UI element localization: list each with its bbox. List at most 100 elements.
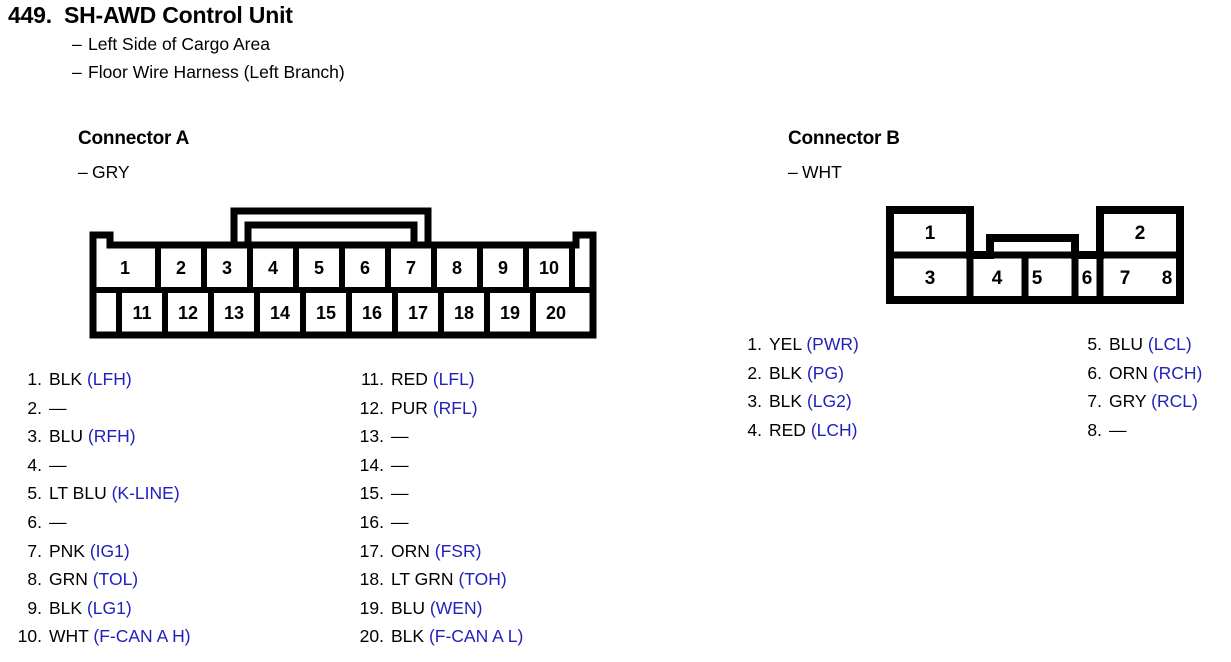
pin-list-item: 19.BLU (WEN) [350, 594, 680, 623]
pin-list-item: 8.GRN (TOL) [8, 565, 338, 594]
pin-wire-color: BLK [769, 362, 803, 383]
pin-list-item: 18. LT GRN (TOH) [350, 565, 680, 594]
page-title: 449. SH-AWD Control Unit [0, 0, 700, 30]
connector-b-top-labels: 1 2 [925, 223, 1146, 244]
pin-label-a-6: 6 [360, 258, 370, 278]
pin-signal-name: (RFH) [87, 426, 136, 447]
connector-b-color: –WHT [788, 162, 842, 183]
pin-number: 2. [27, 397, 42, 418]
pin-label-a-15: 15 [316, 303, 336, 323]
pin-number: 18. [359, 569, 384, 590]
pin-wire-color: — [49, 511, 67, 532]
connector-b-heading: Connector B [788, 128, 900, 149]
pin-label-b-1: 1 [925, 223, 936, 244]
connector-a-bottom-dividers [116, 290, 536, 335]
pin-label-a-4: 4 [268, 258, 278, 278]
connector-a-bottom-labels: 11 12 13 14 15 16 17 18 19 20 [132, 303, 566, 323]
pin-number: 1. [27, 369, 42, 389]
pin-wire-color: — [391, 483, 409, 504]
pin-label-a-7: 7 [406, 258, 416, 278]
connector-a-heading: Connector A [78, 128, 190, 149]
pin-wire-color: LT GRN [391, 569, 454, 590]
pin-label-b-5: 5 [1032, 268, 1043, 289]
pin-list-item: 4.RED (LCH) [728, 416, 1028, 445]
pin-number: 17. [359, 540, 384, 561]
pin-label-a-19: 19 [500, 303, 520, 323]
connector-b-pinlist-left: 1.YEL (PWR)2.BLK (PG)3.BLK (LG2)4.RED (L… [728, 330, 1028, 444]
pin-list-item: 4.— [8, 451, 338, 480]
connector-b-pinlist-right: 5.BLU (LCL)6.ORN (RCH)7.GRY (RCL) 8. — [1068, 330, 1231, 444]
pin-number: 11. [360, 369, 384, 389]
pin-number: 6. [27, 511, 42, 532]
pin-wire-color: PUR [391, 397, 428, 418]
harness-line: –Floor Wire Harness (Left Branch) [0, 58, 700, 86]
pin-signal-name: (FSR) [434, 540, 482, 561]
pin-wire-color: BLK [49, 369, 83, 389]
pin-wire-color: LT BLU [49, 483, 107, 504]
pin-signal-name: (LG2) [806, 391, 852, 412]
pin-wire-color: BLU [391, 597, 426, 618]
dash-marker: – [78, 162, 88, 182]
pin-signal-name: (IG1) [89, 540, 130, 561]
pin-signal-name: (TOH) [458, 569, 507, 590]
pin-list-item: 3.BLU (RFH) [8, 422, 338, 451]
connector-a-top-labels: 1 2 3 4 5 6 7 8 9 10 [120, 258, 559, 278]
pin-wire-color: — [1109, 419, 1127, 440]
pin-label-b-8: 8 [1162, 268, 1173, 289]
pin-list-item: 5.LT BLU (K-LINE) [8, 479, 338, 508]
pin-list-item: 1.YEL (PWR) [728, 330, 1028, 359]
pin-signal-name: (F-CAN A H) [93, 626, 191, 647]
pin-list-item: 12.PUR (RFL) [350, 394, 680, 423]
pin-list-item: 2.BLK (PG) [728, 359, 1028, 388]
item-number: 449. [8, 2, 52, 28]
pin-list-item: 11.RED (LFL) [350, 365, 680, 394]
pin-wire-color: BLU [1109, 334, 1144, 354]
connector-a-color: –GRY [78, 162, 130, 183]
pin-signal-name: (LFL) [432, 369, 475, 389]
connector-b-color-text: WHT [802, 162, 842, 182]
pin-list-item: 6. — [8, 508, 338, 537]
pin-label-a-18: 18 [454, 303, 474, 323]
connector-a-pinlist-right: 11.RED (LFL)12.PUR (RFL)13.—14.—15.—16.—… [350, 365, 680, 651]
pin-label-a-16: 16 [362, 303, 382, 323]
pin-list-item: 5.BLU (LCL) [1068, 330, 1231, 359]
pin-list-item: 9.BLK (LG1) [8, 594, 338, 623]
pin-list-item: 13.— [350, 422, 680, 451]
connector-b-diagram: 1 2 3 4 5 6 7 8 [886, 206, 1184, 304]
dash-marker: – [72, 34, 82, 54]
pin-label-b-3: 3 [925, 268, 936, 289]
pin-list-item: 8. — [1068, 416, 1231, 445]
pin-list-item: 2. — [8, 394, 338, 423]
pin-list-item: 6.ORN (RCH) [1068, 359, 1231, 388]
connector-a-diagram: 1 2 3 4 5 6 7 8 9 10 11 12 13 14 15 16 1… [89, 207, 597, 339]
pin-signal-name: (LG1) [86, 597, 132, 618]
pin-label-a-17: 17 [408, 303, 428, 323]
pin-label-a-2: 2 [176, 258, 186, 278]
pin-label-a-11: 11 [132, 303, 151, 323]
pin-signal-name: (F-CAN A L) [428, 626, 524, 647]
pin-list-item: 7.GRY (RCL) [1068, 387, 1231, 416]
pin-label-a-12: 12 [178, 303, 198, 323]
pin-number: 20. [359, 626, 384, 647]
pin-number: 12. [359, 397, 384, 418]
connector-a-color-text: GRY [92, 162, 130, 182]
connector-a-top-dividers [155, 245, 575, 290]
connector-a-pinlist-left: 1.BLK (LFH)2.—3.BLU (RFH)4.—5.LT BLU (K-… [8, 365, 338, 651]
pin-number: 19. [359, 597, 384, 618]
connector-a-latch [230, 207, 432, 249]
pin-wire-color: — [49, 397, 67, 418]
pin-signal-name: (RCH) [1152, 362, 1203, 383]
page-header: 449. SH-AWD Control Unit –Left Side of C… [0, 0, 700, 86]
pin-wire-color: RED [769, 419, 806, 440]
pin-number: 9. [27, 597, 42, 618]
pin-wire-color: BLK [769, 391, 803, 412]
pin-number: 7. [27, 540, 42, 561]
pin-wire-color: YEL [769, 334, 802, 354]
pin-wire-color: — [391, 454, 409, 475]
pin-wire-color: — [391, 511, 409, 532]
pin-signal-name: (LCL) [1147, 334, 1192, 354]
pin-number: 16. [359, 511, 384, 532]
pin-wire-color: GRN [49, 569, 88, 590]
pin-signal-name: (LCH) [810, 419, 858, 440]
pin-number: 8. [1087, 419, 1102, 440]
